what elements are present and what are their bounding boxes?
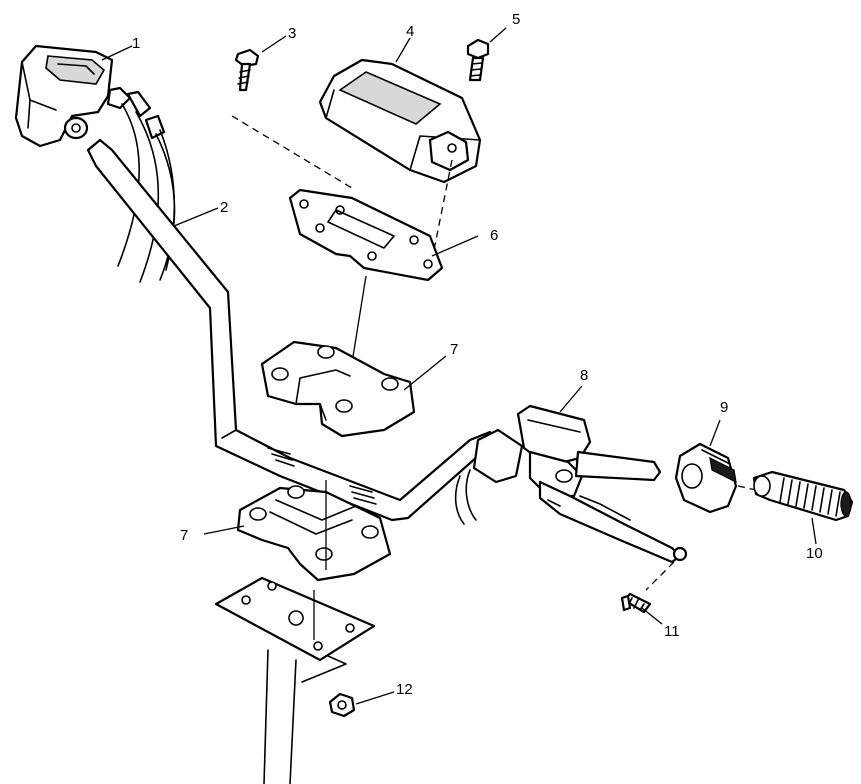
leader-line-3 [261,35,287,53]
alignment-line-9-10 [737,485,757,491]
callout-9: 9 [720,399,728,416]
callout-10: 10 [806,545,823,562]
callout-4: 4 [406,23,414,40]
leader-line-5 [489,27,507,43]
lower-clamp-part [236,485,392,582]
leader-line-7-upper [403,355,447,391]
leader-line-12 [355,691,395,705]
callout-12: 12 [396,681,413,698]
upper-clamp-part [260,340,416,438]
handlebar-part [86,138,524,525]
leader-line-11 [641,607,663,625]
callout-1: 1 [132,35,140,52]
callout-2: 2 [220,199,228,216]
cover-pad-part [318,58,482,184]
screw-part-11 [620,592,652,614]
leader-line-9 [709,419,721,447]
callout-3: 3 [288,25,296,42]
leader-line-4 [395,37,411,63]
callout-5: 5 [512,11,520,28]
master-cylinder-part [516,404,688,564]
right-switch-part [674,442,738,514]
leader-line-1 [101,45,133,61]
callout-7-upper: 7 [450,341,458,358]
control-cables [117,103,176,283]
steering-stem-plate [214,576,376,784]
alignment-line-11 [645,561,675,591]
leader-line-7-lower [203,525,245,535]
mounting-plate-part [288,188,444,282]
screw-part-3 [234,48,260,92]
switch-housing-part [14,44,166,148]
alignment-line-3 [231,115,353,189]
alignment-line-5 [429,159,453,271]
grip-part [752,470,854,522]
callout-8: 8 [580,367,588,384]
callout-7-lower: 7 [180,527,188,544]
leader-line-8 [559,385,583,413]
leader-line-6 [431,235,479,257]
leader-line-10 [811,517,817,545]
callout-6: 6 [490,227,498,244]
nut-part-12 [328,692,356,718]
leader-line-2 [173,207,219,227]
callout-11: 11 [664,623,680,640]
bolt-part-5 [466,38,490,82]
